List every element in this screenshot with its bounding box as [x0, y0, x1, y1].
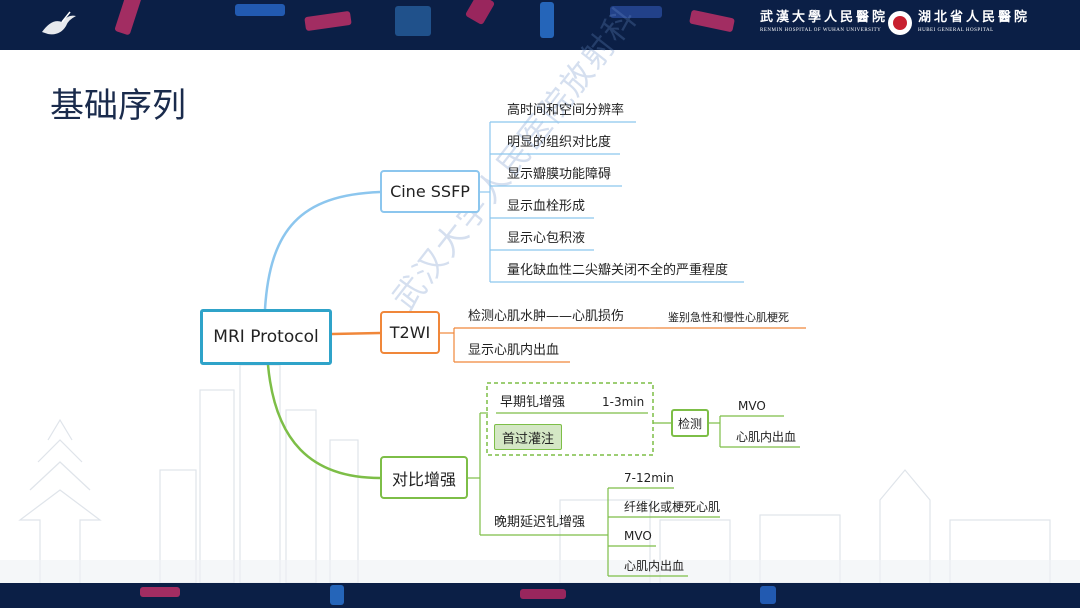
late-item: 纤维化或梗死心肌: [624, 500, 721, 514]
connector-root-cine: [263, 190, 381, 310]
root-node-mri-protocol: MRI Protocol: [200, 309, 332, 365]
footer-deco: [140, 587, 180, 597]
first-pass-perfusion-node: 首过灌注: [494, 424, 562, 450]
connector-root-contrast: [266, 364, 381, 480]
crane-logo-icon: [42, 11, 76, 35]
footer-bar: [0, 583, 1080, 608]
page-title: 基础序列: [50, 86, 186, 126]
late-item: MVO: [624, 529, 652, 543]
header-bar: 武漢大學人民醫院 RENMIN HOSPITAL OF WUHAN UNIVER…: [0, 0, 1080, 50]
late-gadolinium-label: 晚期延迟钆增强: [494, 515, 586, 530]
cine-item: 显示血栓形成: [507, 199, 586, 214]
late-item: 心肌内出血: [624, 559, 685, 573]
hospital-2: 湖北省人民醫院 HUBEI GENERAL HOSPITAL: [918, 6, 1030, 33]
t2wi-bracket: [440, 327, 806, 363]
node-cine-ssfp: Cine SSFP: [380, 170, 480, 213]
footer-deco: [520, 589, 566, 599]
connector-root-t2wi: [331, 331, 381, 336]
t2wi-item-hemorrhage: 显示心肌内出血: [468, 343, 560, 358]
header-deco: [610, 6, 662, 18]
hospital-2-name: 湖北省人民醫院: [918, 10, 1031, 25]
t2wi-subitem-differentiate: 鉴别急性和慢性心肌梗死: [668, 311, 789, 324]
t2wi-item-edema: 检测心肌水肿——心肌损伤: [468, 309, 625, 324]
header-deco: [395, 6, 431, 36]
footer-deco: [760, 586, 776, 604]
hospital-1-english: RENMIN HOSPITAL OF WUHAN UNIVERSITY: [760, 28, 882, 33]
late-item: 7-12min: [624, 471, 674, 485]
cine-item: 明显的组织对比度: [507, 135, 612, 150]
hospital-1-name: 武漢大學人民醫院: [760, 10, 889, 25]
detect-result-item: 心肌内出血: [736, 430, 797, 444]
cine-bracket: [480, 121, 744, 283]
header-deco: [235, 4, 285, 16]
node-contrast-enhancement: 对比增强: [380, 456, 468, 499]
hospital-1: 武漢大學人民醫院 RENMIN HOSPITAL OF WUHAN UNIVER…: [760, 6, 888, 33]
footer-deco: [330, 585, 344, 605]
cine-item: 量化缺血性二尖瓣关闭不全的严重程度: [507, 263, 729, 278]
cine-item: 显示心包积液: [507, 231, 586, 246]
cine-item: 显示瓣膜功能障碍: [507, 167, 612, 182]
contrast-bracket: [468, 382, 800, 577]
detect-result-item: MVO: [738, 399, 766, 413]
cine-item: 高时间和空间分辨率: [507, 103, 625, 118]
early-gadolinium-label: 早期钆增强: [500, 395, 566, 410]
hospital-seal-icon: [888, 11, 912, 35]
hospital-2-english: HUBEI GENERAL HOSPITAL: [918, 28, 994, 33]
node-t2wi: T2WI: [380, 311, 440, 354]
early-time-label: 1-3min: [602, 395, 645, 409]
detect-node: 检测: [671, 409, 709, 437]
header-deco: [540, 2, 554, 38]
